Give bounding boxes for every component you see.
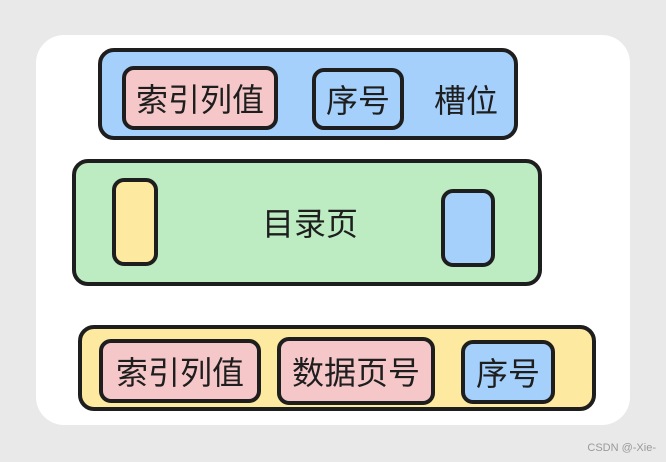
slot-label: 槽位 <box>433 82 498 120</box>
record-sequence: 序号 <box>461 340 555 404</box>
directory-right-block <box>441 189 495 267</box>
watermark: CSDN @-Xie- <box>587 442 656 454</box>
record-data-page-number: 数据页号 <box>277 337 435 405</box>
record-index-value: 索引列值 <box>99 339 261 403</box>
slot-index-value: 索引列值 <box>122 66 278 130</box>
directory-left-block <box>112 178 158 266</box>
directory-page-title: 目录页 <box>261 205 358 243</box>
slot-sequence: 序号 <box>312 68 404 130</box>
